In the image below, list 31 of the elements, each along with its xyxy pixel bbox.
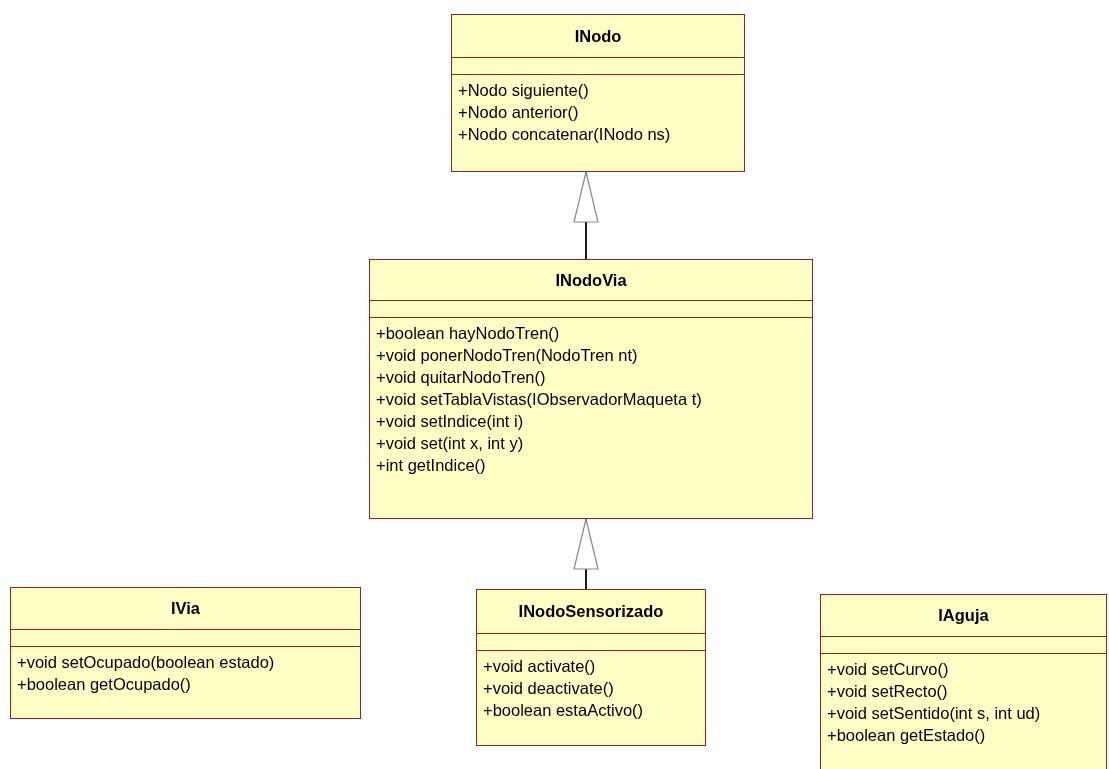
method-signature: +void quitarNodoTren() [376, 367, 546, 388]
class-name: INodoSensorizado [518, 602, 664, 621]
generalization-arrow [573, 518, 599, 590]
method-signature: +void setOcupado(boolean estado) [17, 652, 275, 673]
method-signature: +void ponerNodoTren(NodoTren nt) [376, 345, 638, 366]
method-signature: +Nodo concatenar(INodo ns) [458, 124, 671, 145]
method-signature: +boolean getEstado() [827, 725, 986, 746]
method-signature: +void setTablaVistas(IObservadorMaqueta t) [376, 389, 702, 410]
method-signature: +void setIndice(int i) [376, 411, 524, 432]
method-signature: +Nodo siguiente() [458, 80, 589, 101]
method-signature: +void activate() [483, 656, 596, 677]
class-name: INodoVia [555, 270, 627, 290]
method-signature: +boolean estaActivo() [483, 700, 644, 721]
method-signature: +void setSentido(int s, int ud) [827, 703, 1041, 724]
class-name: IVia [170, 599, 201, 618]
class-box [369, 259, 813, 519]
class-box [820, 594, 1107, 769]
method-signature: +boolean hayNodoTren() [376, 323, 560, 344]
method-signature: +int getIndice() [376, 455, 486, 476]
method-signature: +void setRecto() [827, 681, 948, 702]
class-box [451, 14, 745, 172]
class-name: INodo [574, 26, 622, 46]
method-signature: +Nodo anterior() [458, 102, 579, 123]
class-box [10, 587, 361, 719]
method-signature: +void deactivate() [483, 678, 614, 699]
method-signature: +boolean getOcupado() [17, 674, 191, 695]
class-box [476, 589, 706, 746]
class-name: IAguja [938, 606, 989, 625]
method-signature: +void setCurvo() [827, 659, 949, 680]
generalization-arrow [573, 171, 599, 260]
method-signature: +void set(int x, int y) [376, 433, 524, 454]
